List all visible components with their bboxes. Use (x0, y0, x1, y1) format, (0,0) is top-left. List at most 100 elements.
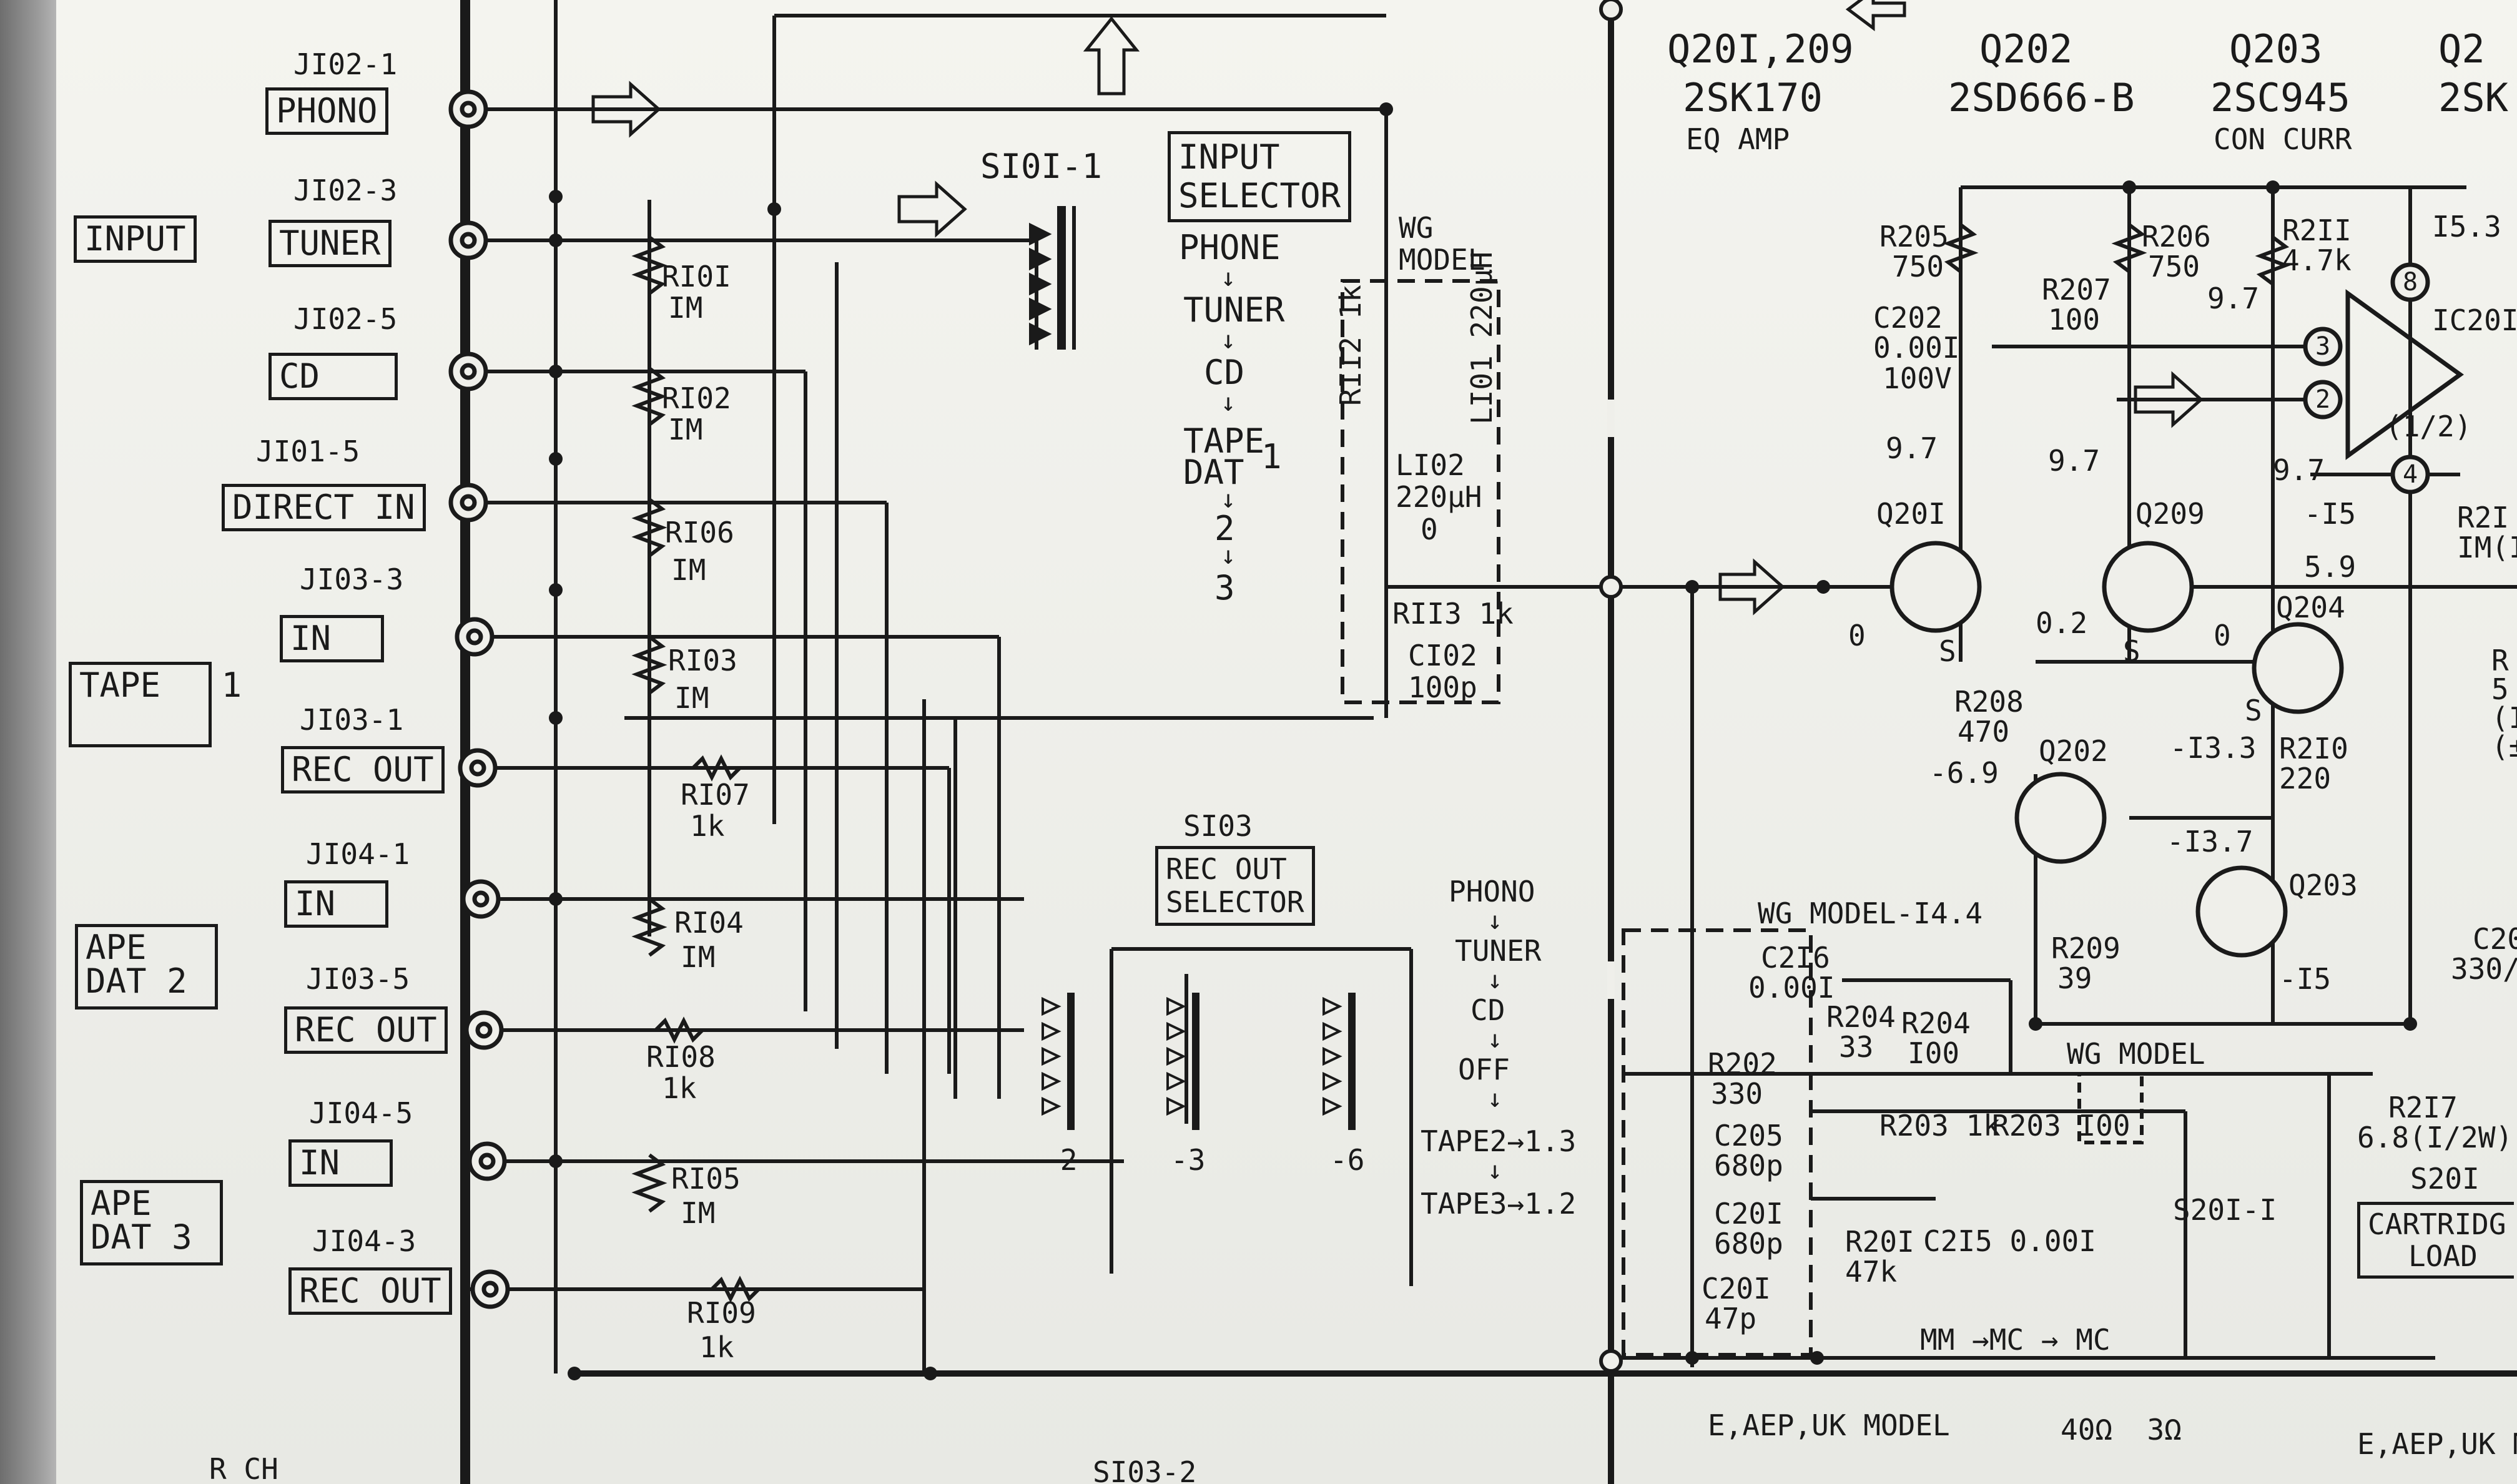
monitor-bezel (0, 0, 62, 1484)
v0-2: 0.2 (2036, 606, 2088, 640)
jack-ref-tape2-rec: JI03-5 (306, 962, 410, 996)
c202-label: C202 0.00I 100V (1873, 303, 1959, 393)
resistor-r103-ref: RI03 (668, 644, 737, 677)
r205-label: R205 750 (1879, 222, 1949, 282)
resistor-r102-ref: RI02 (662, 381, 731, 415)
rec-pos-tape2: TAPE2→1.3 (1421, 1124, 1577, 1158)
input-selector-box: INPUT SELECTOR (1168, 131, 1352, 223)
resistor-r105-value: IM (681, 1196, 716, 1230)
r211-ref: R2II (2282, 214, 2352, 247)
wg-model-right: WG MODEL (2067, 1037, 2205, 1071)
q201-header-part: 2SK170 (1683, 74, 1823, 120)
rec-pos-arrow-3: ↓ (1487, 1025, 1503, 1054)
q202-label: Q202 (2039, 734, 2108, 768)
resistor-r106-ref: RI06 (665, 516, 734, 549)
q204-source: S (2245, 694, 2262, 727)
r112-label: RII2 1k (1334, 285, 1367, 406)
resistor-r109-ref: RI09 (687, 1296, 756, 1330)
tape-3-name: APE DAT (91, 1184, 152, 1257)
r207-ref: R207 (2042, 273, 2111, 307)
deck-label-2: -2 (1043, 1143, 1078, 1177)
r210-ref: R2I0 (2279, 732, 2348, 765)
tape-2-num: 2 (167, 961, 187, 1001)
r206-label: R206 750 (2142, 222, 2211, 282)
s201-label: S20I (2410, 1162, 2480, 1196)
input-pos-arrow-3: ↓ (1221, 388, 1236, 417)
q203-header-ref: Q203 (2229, 26, 2323, 72)
c102-label: CI02 100p (1408, 640, 1477, 703)
input-pos-phone: PHONE (1179, 228, 1281, 267)
v15-3: I5.3 (2432, 210, 2501, 243)
r204b-label: R204 I00 (1901, 1008, 1971, 1069)
rec-pos-cd: CD (1470, 993, 1505, 1027)
c205-label: C205 680p (1714, 1121, 1783, 1181)
v-15-a: -I5 (2304, 497, 2357, 531)
resistor-r103-value: IM (674, 681, 709, 715)
jack-ref-phono: JI02-1 (293, 47, 398, 81)
rch-label: R CH (209, 1452, 278, 1484)
q204-header-ref: Q2 (2438, 26, 2485, 72)
r202-value: 330 (1711, 1077, 1763, 1111)
r204b-value: I00 (1908, 1036, 1960, 1071)
model-note-2: E,AEP,UK M (2357, 1427, 2517, 1461)
rec-pos-tape3: TAPE3→1.2 (1421, 1187, 1577, 1221)
q202-header-part: 2SD666-B (1948, 74, 2135, 120)
ic-pin-4: 4 (2403, 460, 2418, 489)
r217-ref: R2I7 (2388, 1091, 2458, 1124)
c201b-value: 47p (1705, 1302, 1757, 1336)
resistor-r108-ref: RI08 (646, 1040, 716, 1074)
v-13-3: -I3.3 (2170, 731, 2257, 765)
r207-value: 100 (2048, 303, 2101, 337)
model-note: E,AEP,UK MODEL (1708, 1408, 1950, 1442)
input-selector-line1: INPUT (1178, 137, 1280, 177)
jack-ref-tape3-rec: JI04-3 (312, 1224, 416, 1258)
input-pos-arrow-5: ↓ (1221, 541, 1236, 570)
r206-ref: R206 (2142, 220, 2211, 253)
r201-ref: R20I (1845, 1225, 1914, 1259)
resistor-r107-value: 1k (690, 809, 725, 843)
input-pos-arrow-4: ↓ (1221, 485, 1236, 514)
deck-label-3: -3 (1171, 1143, 1206, 1177)
jack-ref-tape3-in: JI04-5 (309, 1096, 413, 1130)
mm-mc-label: MM →MC → MC 40Ω 3Ω (1920, 1264, 2182, 1484)
q201-header-func: EQ AMP (1686, 122, 1790, 156)
r205-ref: R205 (1879, 220, 1949, 253)
input-pos-tuner: TUNER (1183, 290, 1285, 330)
resistor-r104-ref: RI04 (674, 906, 744, 940)
rec-pos-arrow-5: ↓ (1487, 1156, 1503, 1185)
wg-model-label: WG MODEL (1399, 212, 1485, 275)
input-pos-cd: CD (1204, 353, 1245, 392)
q202-header: Q202 2SD666-B (1948, 25, 2135, 122)
c204-label: C20 330/2 (2451, 924, 2517, 985)
cartridge-load-box: CARTRIDG LOAD (2357, 1202, 2514, 1279)
input-pos-tape: TAPE (1183, 421, 1265, 461)
rec-pos-arrow-4: ↓ (1487, 1084, 1503, 1113)
r-side-2: 5 (2491, 672, 2509, 706)
r21x-label: R2I IM(I/ (2457, 503, 2517, 563)
input-block: INPUT (74, 215, 197, 263)
c204-value: 330/2 (2451, 952, 2517, 986)
r211-label: R2II 4.7k (2282, 215, 2352, 276)
c102-ref: CI02 (1408, 639, 1477, 672)
input-pos-dat: DAT (1183, 453, 1244, 492)
c205-ref: C205 (1714, 1119, 1783, 1152)
jack-ref-tape1-in: JI03-3 (300, 563, 404, 596)
r210-value: 220 (2279, 762, 2332, 796)
r204a-label: R204 33 (1826, 1002, 1896, 1063)
rec-pos-arrow-2: ↓ (1487, 966, 1503, 995)
c216-ref: C2I6 (1761, 941, 1830, 975)
r204a-ref: R204 (1826, 1000, 1896, 1034)
r203a-label: R203 1k (1879, 1109, 2001, 1142)
r204a-value: 33 (1839, 1030, 1874, 1064)
jack-ref-tape1-rec: JI03-1 (300, 703, 404, 737)
c202-voltage: 100V (1883, 361, 1952, 395)
r203b-label: R203 I00 (1992, 1109, 2130, 1142)
s201-1-label: S20I-I (2173, 1193, 2277, 1227)
v9-7-d: 9.7 (2273, 453, 2325, 487)
r217-value: 6.8(I/2W) (2357, 1121, 2513, 1155)
v9-7-a: 9.7 (2207, 282, 2260, 315)
rec-pos-arrow-1: ↓ (1487, 907, 1503, 935)
c102-value: 100p (1408, 670, 1477, 704)
